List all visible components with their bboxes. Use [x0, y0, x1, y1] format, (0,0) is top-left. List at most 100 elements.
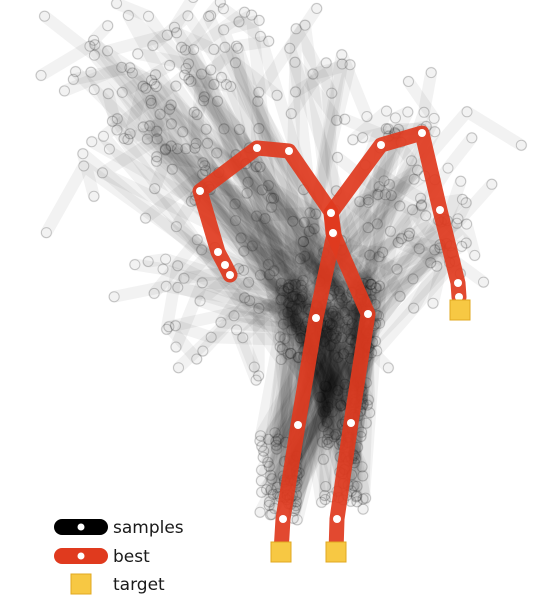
sample-joint: [357, 470, 369, 482]
sample-pose: [229, 56, 361, 424]
sample-joint: [321, 416, 333, 428]
sample-joint: [177, 126, 189, 138]
target-marker: [449, 299, 471, 321]
sample-joint: [365, 278, 377, 290]
sample-pose: [183, 73, 372, 505]
sample-joint: [420, 210, 432, 222]
sample-joint: [425, 67, 437, 79]
sample-joint: [232, 42, 244, 54]
sample-joint: [357, 493, 369, 505]
sample-pose: [35, 40, 335, 428]
sample-joint: [253, 370, 265, 382]
sample-joint: [191, 353, 203, 365]
best-joint: [312, 314, 320, 322]
sample-joint: [294, 293, 306, 305]
sample-joint: [183, 58, 194, 70]
sample-joint: [365, 278, 377, 290]
sample-joint: [270, 435, 282, 447]
sample-joint: [146, 74, 157, 86]
sample-joint: [276, 343, 288, 355]
sample-pose: [118, 125, 364, 454]
sample-pose: [237, 245, 349, 480]
best-joint: [364, 310, 372, 318]
sample-joint: [238, 264, 250, 276]
sample-pose: [139, 168, 378, 511]
sample-joint: [466, 132, 478, 144]
sample-joint: [323, 437, 335, 448]
sample-joint: [378, 175, 390, 187]
sample-joint: [241, 187, 253, 199]
sample-joint: [379, 189, 391, 201]
legend-joint-best: [77, 552, 85, 560]
sample-joint: [266, 201, 278, 213]
sample-joint: [253, 302, 265, 314]
sample-joint: [328, 329, 339, 341]
sample-joint: [163, 321, 175, 333]
sample-joint: [180, 143, 192, 155]
sample-joint: [370, 282, 382, 294]
sample-pose: [67, 61, 373, 521]
sample-joint: [295, 279, 307, 291]
sample-joint: [314, 391, 326, 403]
best-joint: [196, 187, 204, 195]
sample-joint: [429, 244, 441, 256]
sample-joint: [361, 111, 373, 122]
sample-joint: [404, 227, 416, 239]
sample-joint: [290, 23, 302, 35]
sample-joint: [286, 306, 298, 318]
sample-joint: [317, 406, 329, 418]
sample-joint: [362, 194, 374, 206]
best-joint: [347, 419, 355, 427]
sample-joint: [254, 30, 266, 42]
sample-joint: [256, 486, 268, 498]
sample-joint: [290, 278, 301, 290]
sample-pose: [286, 216, 353, 502]
sample-joint: [246, 240, 258, 252]
sample-joint: [339, 113, 351, 125]
sample-joint: [35, 69, 47, 81]
sample-joint: [197, 345, 209, 357]
sample-joint: [208, 78, 220, 90]
sample-joint: [328, 431, 340, 443]
sample-joint: [145, 97, 157, 109]
sample-joint: [324, 318, 336, 329]
sample-joint: [373, 280, 385, 292]
sample-joint: [317, 453, 329, 465]
sample-pose: [283, 2, 375, 489]
sample-pose: [170, 189, 349, 431]
sample-joint: [256, 441, 268, 452]
sample-joint: [377, 246, 389, 258]
sample-joint: [311, 3, 323, 14]
sample-joint: [333, 317, 345, 329]
sample-joint: [230, 215, 241, 227]
sample-joint: [326, 87, 338, 99]
sample-joint: [290, 321, 302, 333]
sample-pose: [317, 198, 445, 433]
sample-joint: [250, 374, 262, 386]
sample-joint: [407, 273, 419, 285]
sample-joint: [67, 73, 79, 85]
sample-joint: [238, 245, 250, 257]
sample-joint: [148, 287, 160, 299]
sample-joint: [165, 118, 177, 130]
sample-joint: [324, 340, 336, 352]
sample-joint: [286, 279, 298, 291]
sample-joint: [256, 464, 268, 476]
sample-joint: [256, 184, 268, 196]
sample-joint: [287, 293, 299, 305]
sample-joint: [111, 124, 123, 136]
legend-item-target: target: [70, 573, 165, 595]
sample-joint: [278, 308, 290, 320]
sample-joint: [160, 143, 171, 155]
sample-joint: [116, 86, 128, 98]
sample-joint: [428, 112, 440, 124]
sample-joint: [229, 198, 241, 210]
sample-joint: [215, 316, 227, 328]
sample-joint: [160, 280, 172, 292]
sample-joint: [431, 260, 443, 272]
best-joint: [214, 248, 222, 256]
legend-label-samples: samples: [113, 518, 184, 538]
sample-joint: [373, 251, 385, 263]
sample-joint: [194, 295, 206, 307]
sample-joint: [320, 57, 332, 69]
